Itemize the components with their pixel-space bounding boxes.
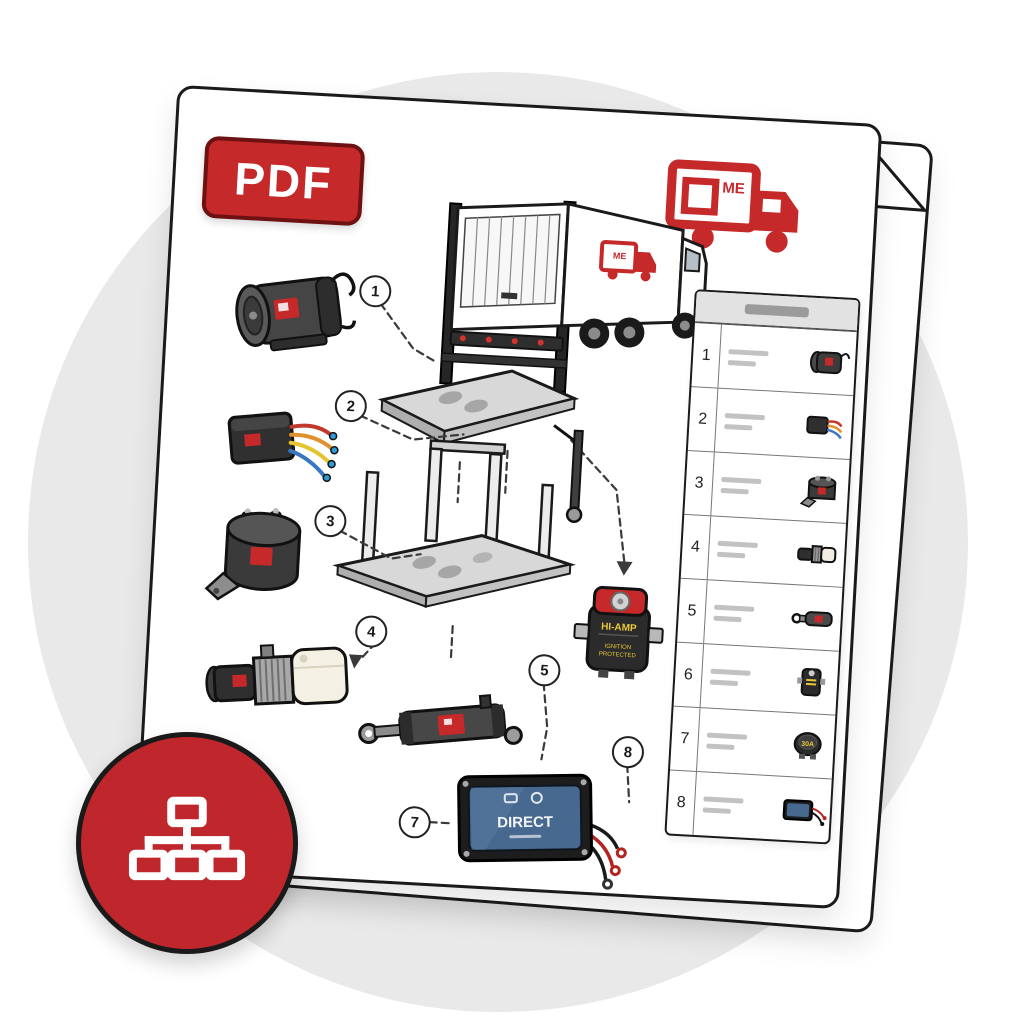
table-row: 5 xyxy=(677,577,843,651)
part-hydraulic-power-unit xyxy=(205,644,349,706)
breaker-sublabel-2: PROTECTED xyxy=(599,651,637,659)
cab-window xyxy=(683,247,701,273)
part-electric-motor xyxy=(235,272,357,352)
thumb-control-box-icon xyxy=(806,415,843,439)
hierarchy-icon xyxy=(128,796,246,880)
table-row: 1 xyxy=(691,323,856,395)
table-row: 8 xyxy=(666,769,832,843)
breaker-amp-label: 30A xyxy=(801,740,814,748)
table-row: 4 xyxy=(680,513,847,587)
breaker-sublabel-1: IGNITION xyxy=(604,644,631,651)
pad-power-icon xyxy=(530,791,543,804)
pad-brand-label: DIRECT xyxy=(497,814,553,832)
thumb-breaker-30a-icon: 30A xyxy=(793,731,822,760)
pad-battery-icon xyxy=(503,793,518,804)
parts-table: 1 2 xyxy=(664,289,861,845)
thumb-solenoid-icon xyxy=(799,475,837,508)
part-control-pad: DIRECT xyxy=(457,773,627,890)
part-number: 2 xyxy=(687,387,719,452)
table-row: 7 30A xyxy=(670,705,836,779)
callout-1: 1 xyxy=(358,274,393,309)
logo-text: ME xyxy=(722,179,745,197)
part-number: 8 xyxy=(666,770,697,835)
placeholder-lines xyxy=(713,476,797,497)
header-placeholder-bar xyxy=(744,303,810,318)
placeholder-lines xyxy=(695,795,779,816)
thumb-circuit-breaker-icon xyxy=(797,667,826,696)
part-number: 6 xyxy=(673,642,705,708)
document-page-front: PDF ME ME xyxy=(133,84,883,910)
hierarchy-badge xyxy=(76,732,298,954)
rear-bumper xyxy=(449,330,564,352)
table-row: 3 xyxy=(684,449,850,523)
placeholder-lines xyxy=(702,668,786,689)
box-truck-illustration: ME xyxy=(439,200,708,394)
part-starter-solenoid xyxy=(204,508,302,601)
brand-truck-logo-icon: ME xyxy=(665,159,799,253)
thumb-electric-motor-icon xyxy=(810,350,851,374)
placeholder-lines xyxy=(709,540,793,561)
part-circuit-breaker: HI-AMP IGNITION PROTECTED xyxy=(573,585,664,680)
placeholder-lines xyxy=(705,604,789,625)
part-number: 1 xyxy=(691,323,722,388)
thumb-cylinder-icon xyxy=(791,610,833,627)
door-handle xyxy=(501,292,518,300)
part-number: 5 xyxy=(677,578,708,644)
placeholder-lines xyxy=(716,412,800,433)
part-number: 3 xyxy=(684,450,715,516)
liftgate-crossbar xyxy=(440,352,568,369)
table-row: 6 xyxy=(673,641,839,715)
placeholder-lines xyxy=(720,348,804,369)
truck-side-face xyxy=(560,202,685,328)
thumb-pump-icon xyxy=(797,544,837,564)
svg-text:ME: ME xyxy=(613,250,627,261)
part-number: 7 xyxy=(670,706,701,771)
part-number: 4 xyxy=(680,514,712,580)
truck-side-logo-icon: ME xyxy=(598,240,657,282)
callout-7: 7 xyxy=(397,805,432,840)
arrowhead-breaker xyxy=(616,561,633,576)
pdf-badge: PDF xyxy=(201,135,366,227)
breaker-label: HI-AMP xyxy=(601,621,637,634)
callout-5: 5 xyxy=(527,653,562,688)
callout-8: 8 xyxy=(611,735,645,769)
thumb-control-pad-icon xyxy=(782,798,827,826)
part-control-box xyxy=(227,411,339,483)
callout-4: 4 xyxy=(354,614,389,649)
table-row: 2 xyxy=(687,386,854,460)
frame-crossbar xyxy=(429,439,507,456)
placeholder-lines xyxy=(698,731,782,753)
lift-frame-assembly xyxy=(332,439,576,608)
part-hydraulic-cylinder xyxy=(358,694,523,746)
